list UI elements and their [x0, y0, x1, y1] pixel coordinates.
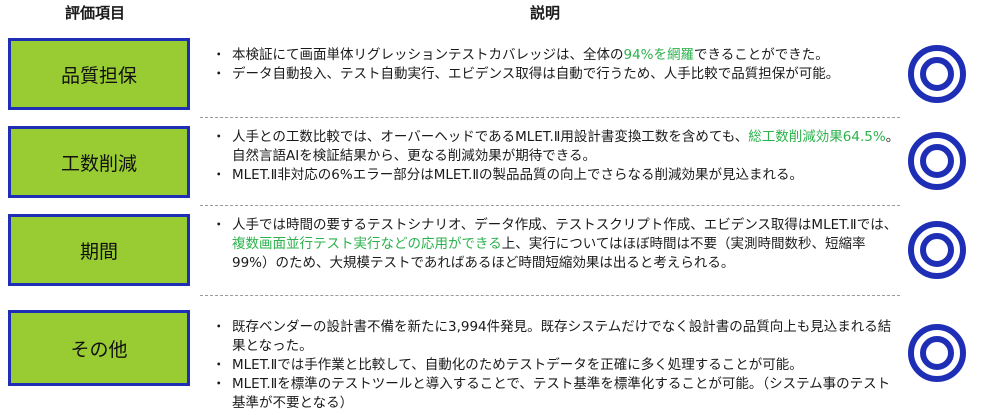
- row-label-other: その他: [8, 310, 190, 386]
- desc-line: MLET.Ⅱでは手作業と比較して、自動化のためテストデータを正確に多く処理するこ…: [212, 356, 902, 375]
- desc-line: 人手では時間の要するテストシナリオ、データ作成、テストスクリプト作成、エビデンス…: [212, 216, 902, 273]
- desc-line: データ自動投入、テスト自動実行、エビデンス取得は自動で行うため、人手比較で品質担…: [212, 65, 902, 84]
- double-circle-icon: [908, 221, 966, 279]
- double-circle-icon: [908, 132, 966, 190]
- row-separator: [200, 295, 900, 296]
- desc-line: MLET.Ⅱを標準のテストツールと導入することで、テスト基準を標準化することが可…: [212, 375, 902, 413]
- row-desc-period: 人手では時間の要するテストシナリオ、データ作成、テストスクリプト作成、エビデンス…: [212, 216, 902, 273]
- desc-line: 人手との工数比較では、オーバーヘッドであるMLET.Ⅱ用設計書変換工数を含めても…: [212, 128, 902, 166]
- row-desc-other: 既存ベンダーの設計書不備を新たに3,994件発見。既存システムだけでなく設計書の…: [212, 318, 902, 413]
- double-circle-icon: [908, 45, 966, 103]
- row-desc-effort: 人手との工数比較では、オーバーヘッドであるMLET.Ⅱ用設計書変換工数を含めても…: [212, 128, 902, 185]
- desc-line: MLET.Ⅱ非対応の6%エラー部分はMLET.Ⅱの製品品質の向上でさらなる削減効…: [212, 166, 902, 185]
- row-desc-quality: 本検証にて画面単体リグレッションテストカバレッジは、全体の94%を網羅できること…: [212, 46, 902, 84]
- row-separator: [200, 117, 900, 118]
- row-label-quality: 品質担保: [8, 38, 190, 110]
- double-circle-icon: [908, 324, 966, 382]
- desc-line: 既存ベンダーの設計書不備を新たに3,994件発見。既存システムだけでなく設計書の…: [212, 318, 902, 356]
- row-label-effort: 工数削減: [8, 126, 190, 198]
- desc-line: 本検証にて画面単体リグレッションテストカバレッジは、全体の94%を網羅できること…: [212, 46, 902, 65]
- row-separator: [200, 205, 900, 206]
- header-evaluation-item: 評価項目: [64, 4, 125, 22]
- header-description: 説明: [529, 4, 560, 22]
- row-label-period: 期間: [8, 214, 190, 286]
